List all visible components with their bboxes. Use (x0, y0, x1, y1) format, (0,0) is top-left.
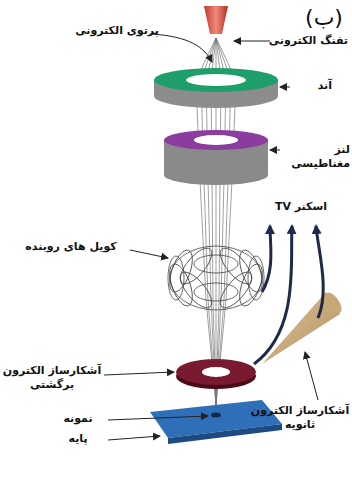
part-label: تفنگ الکترونی (238, 34, 348, 48)
part-label: پایه (50, 432, 106, 446)
part-label: آند (292, 79, 332, 93)
part-label: آشکارساز الکترون ثانویه (250, 404, 350, 432)
part-label: لنز مغناطیسی (272, 143, 350, 171)
part-label: کویل های روبنده (12, 240, 130, 254)
part-label: آشکارساز الکترون برگشتی (2, 364, 102, 392)
part-label: نمونه (50, 412, 106, 426)
panel-letter: (ب) (300, 4, 348, 32)
part-label: اسکنر TV (256, 200, 346, 214)
part-label: پرتوی الکترونی (64, 24, 170, 38)
